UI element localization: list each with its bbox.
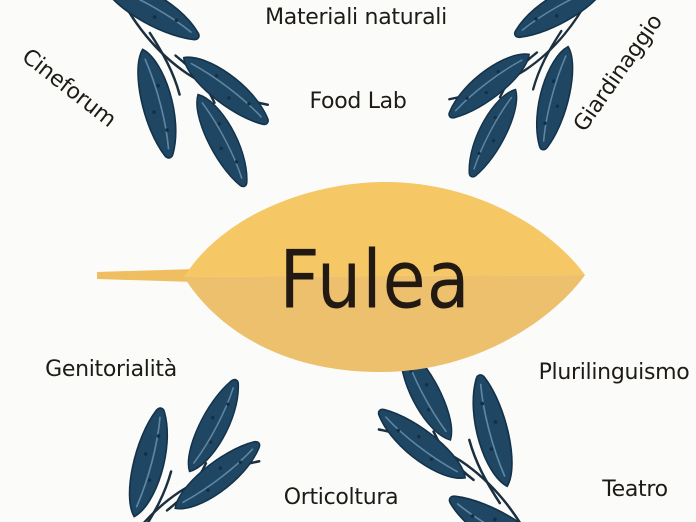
- label-genitorialita: Genitorialità: [45, 356, 177, 382]
- big-leaf-stem: [97, 269, 195, 282]
- big-leaf-top-half: [184, 182, 585, 277]
- label-orticoltura: Orticoltura: [283, 484, 399, 510]
- label-teatro: Teatro: [602, 476, 668, 502]
- label-plurilinguismo: Plurilinguismo: [538, 359, 690, 385]
- label-food-lab: Food Lab: [309, 88, 407, 114]
- big-leaf-icon: [97, 182, 585, 372]
- label-giardinaggio: Giardinaggio: [568, 9, 668, 137]
- label-materiali-naturali: Materiali naturali: [265, 4, 447, 30]
- poster-title: Fulea: [279, 232, 471, 328]
- label-cineforum: Cineforum: [17, 43, 121, 133]
- big-leaf-bottom-half: [184, 275, 585, 372]
